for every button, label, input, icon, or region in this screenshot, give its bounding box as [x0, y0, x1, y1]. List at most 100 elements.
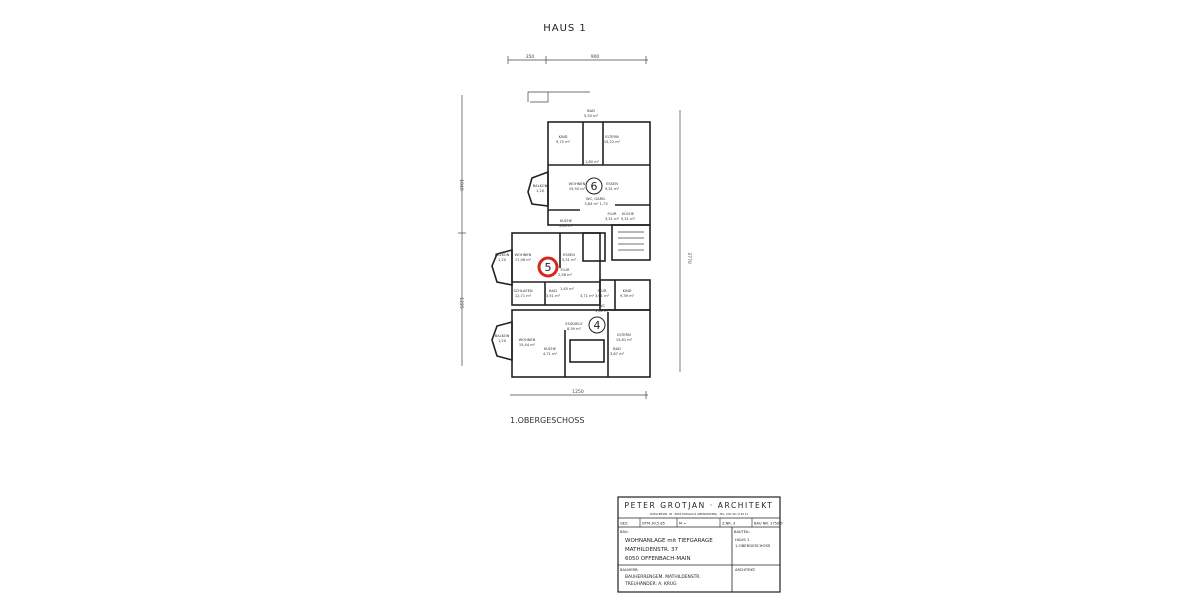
room-label: WC1,61 m² — [595, 304, 610, 313]
room-area: 3,51 m² — [546, 294, 561, 298]
room-name: FLUR — [597, 289, 607, 293]
svg-text:BAUHERR:: BAUHERR: — [620, 568, 639, 572]
room-name: ELTERN — [617, 333, 631, 337]
room-area: 3,71 m² — [580, 294, 595, 298]
svg-text:HAUS 1: HAUS 1 — [735, 537, 750, 542]
room-area: 19,50 m² — [569, 187, 586, 191]
svg-text:BAUHERRENGEM. MATHILDENSTR.: BAUHERRENGEM. MATHILDENSTR. — [625, 574, 701, 580]
dim-right: 3770 — [686, 252, 692, 264]
svg-text:DTM.30.5.85: DTM.30.5.85 — [642, 522, 665, 526]
sheet-title: HAUS 1 — [543, 23, 587, 34]
room-area: 15,61 m² — [616, 338, 633, 342]
room-name: ELTERN — [605, 135, 619, 139]
svg-text:BAUTEIL:: BAUTEIL: — [734, 530, 750, 534]
room-label: 1,80 m² — [585, 160, 600, 164]
room-area: 4,71 m² — [543, 352, 558, 356]
dim-bottom: 1250 — [572, 389, 584, 395]
title-block: PETER GROTJAN · ARCHITEKT SCHILLERSTR. 3… — [617, 496, 783, 593]
firm-name: PETER GROTJAN · ARCHITEKT — [625, 501, 774, 510]
room-area: 3,51 m² — [605, 217, 620, 221]
svg-text:6050 OFFENBACH-MAIN: 6050 OFFENBACH-MAIN — [625, 556, 691, 562]
room-area: 3,84 m² 1,73 — [584, 202, 607, 206]
room-name: WC, GARD. — [586, 197, 606, 201]
dim-top-right: 900 — [591, 54, 600, 60]
firm-address: SCHILLERSTR. 30 · 6054 RODGAU 6 (WEISKIR… — [650, 512, 749, 516]
room-name: WOHNEN — [519, 338, 536, 342]
svg-text:5: 5 — [545, 261, 552, 274]
room-area: 9,70 m² — [556, 140, 571, 144]
room-label: 1,45 m² — [560, 287, 575, 291]
room-name: BAD — [587, 109, 595, 113]
room-area: 15,44 m² — [519, 343, 536, 347]
room-area: 1,20 — [498, 339, 507, 343]
svg-text:TREUHÄNDER: A. KRUG: TREUHÄNDER: A. KRUG — [624, 580, 677, 587]
room-name: ESSDIELE — [565, 322, 583, 326]
svg-text:Z.NR. 3: Z.NR. 3 — [722, 522, 735, 526]
room-area: 1,61 m² — [595, 309, 610, 313]
room-name: BALKON — [533, 184, 548, 188]
floor-label: 1.OBERGESCHOSS — [510, 416, 584, 425]
room-label: WC, GARD.3,84 m² 1,73 — [584, 197, 607, 206]
room-area: 1,20 — [498, 258, 507, 262]
svg-text:1.OBERGESCHOSS: 1.OBERGESCHOSS — [735, 543, 771, 548]
unit-marker-5: 5 — [537, 256, 559, 278]
room-area: 3,87 m² — [610, 352, 625, 356]
room-name: FLUR — [560, 268, 570, 272]
room-name: FLUR — [607, 212, 617, 216]
room-name: KÜCHE — [560, 218, 573, 223]
room-area: 5,49 m² — [559, 224, 574, 228]
svg-text:BAU NR. 175/85: BAU NR. 175/85 — [754, 522, 783, 526]
room-name: WOHNEN — [569, 182, 586, 186]
room-area: 17,06 m² — [515, 258, 532, 262]
svg-text:6: 6 — [591, 180, 598, 193]
room-area: 1,45 m² — [560, 287, 575, 291]
room-area: 8,39 m² — [567, 327, 582, 331]
room-name: KIND — [623, 289, 632, 293]
unit-marker-6: 6 — [585, 177, 603, 195]
room-label: 3,71 m² — [580, 294, 595, 298]
room-name: WOHNEN — [515, 253, 532, 257]
room-name: SCHLAFEN — [513, 289, 532, 293]
dim-left-lower: 1225 — [458, 297, 464, 309]
svg-text:4: 4 — [594, 319, 601, 332]
room-name: KÜCHE — [622, 211, 635, 216]
room-name: KIND — [559, 135, 568, 139]
dim-top-left: 350 — [526, 54, 535, 60]
room-area: 1,80 m² — [585, 160, 600, 164]
room-area: 5,51 m² — [562, 258, 577, 262]
room-area: 3,61 m² — [595, 294, 610, 298]
room-name: BAD — [613, 347, 621, 351]
room-area: 9,51 m² — [605, 187, 620, 191]
room-area: 5,50 m² — [584, 114, 599, 118]
room-area: 5,51 m² — [621, 217, 636, 221]
room-name: BALKON — [495, 253, 510, 257]
svg-text:MATHILDENSTR. 37: MATHILDENSTR. 37 — [625, 547, 679, 553]
room-area: 1,20 — [536, 189, 545, 193]
room-area: 9,39 m² — [620, 294, 635, 298]
svg-text:ARCHITEKT:: ARCHITEKT: — [735, 568, 756, 572]
svg-text:M =: M = — [679, 522, 686, 526]
walls — [491, 91, 651, 378]
room-name: BAD — [549, 289, 557, 293]
